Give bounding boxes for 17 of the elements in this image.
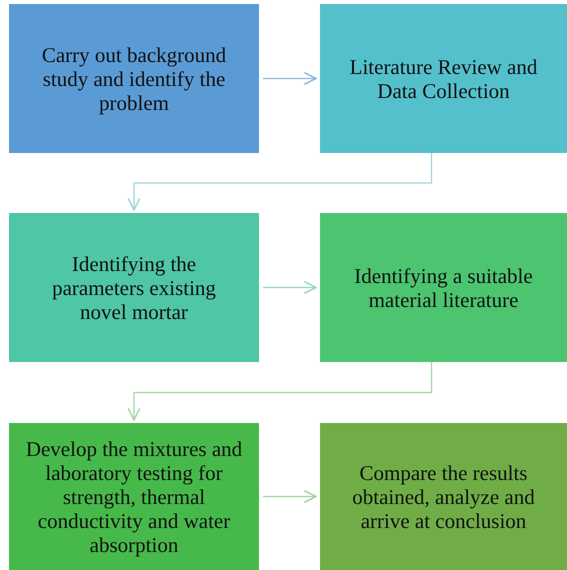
arrow [263,72,317,86]
step-text: Identifying the parameters existing novel mortar [51,252,217,324]
process-box [320,423,567,570]
step-text: Develop the mixtures and laboratory testing for strength, thermal conductivity and water absorption [24,436,244,556]
step-text: Identifying a suitable material literature [353,264,534,312]
arrow [263,280,317,294]
process-box [320,4,567,153]
step-text: Compare the results obtained, analyze and arrive at conclusion [351,460,536,532]
step-text: Literature Review and Data Collection [348,54,538,102]
process-box [9,423,259,570]
step-text: Carry out background study and identify the problem [40,42,228,114]
arrow [127,153,432,211]
process-box [9,213,259,362]
process-box [320,213,567,362]
arrow [263,490,317,504]
process-box [9,4,259,153]
arrow [127,362,432,421]
